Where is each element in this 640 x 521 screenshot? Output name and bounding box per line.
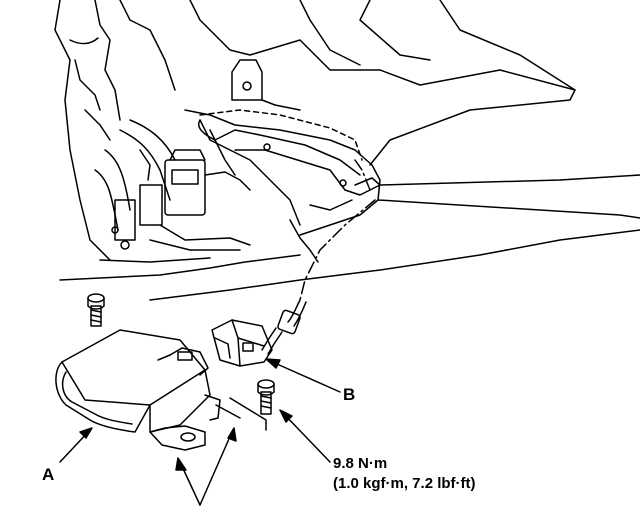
leader-lines xyxy=(59,358,341,506)
mounting-bolt-lower xyxy=(215,379,275,431)
wire-harness-route-upper xyxy=(354,159,371,191)
mounting-bracket xyxy=(198,109,381,211)
callout-b: B xyxy=(343,385,356,404)
harness-connector xyxy=(211,299,307,367)
control-unit xyxy=(55,329,221,451)
torque-spec-metric: 9.8 N·m xyxy=(333,455,388,472)
callout-a: A xyxy=(42,465,55,484)
wire-harness-route xyxy=(299,199,376,301)
engine-components xyxy=(54,0,251,263)
torque-spec-alternate: (1.0 kgf·m, 7.2 lbf·ft) xyxy=(333,475,476,492)
mounting-bolt-upper xyxy=(87,293,105,327)
vehicle-body-panel xyxy=(59,0,640,301)
